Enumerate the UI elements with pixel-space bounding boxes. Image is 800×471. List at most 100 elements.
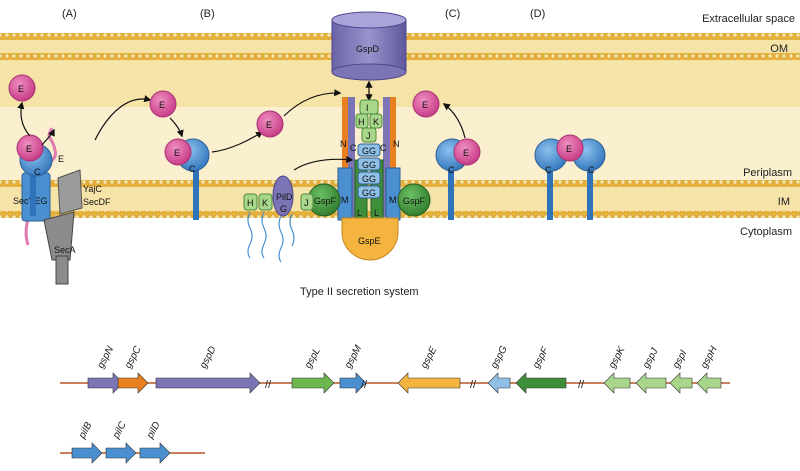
gene-label-gspF: gspF	[531, 345, 552, 371]
svg-text:K: K	[262, 198, 268, 208]
svg-text://: //	[361, 379, 368, 391]
gene-label-pilD: pilD	[144, 420, 162, 441]
region-extracellular: Extracellular space	[702, 13, 795, 25]
c-label-a: C	[34, 167, 41, 177]
t2ss-complex: GspD N N M M L L I H K J C C GG GG	[243, 11, 431, 263]
svg-text:C: C	[545, 165, 552, 175]
gene-arrow-gspC	[117, 372, 149, 394]
svg-text:L: L	[374, 208, 379, 218]
svg-text:L: L	[357, 208, 362, 218]
gene-arrow-gspE	[397, 372, 461, 394]
svg-text:J: J	[304, 198, 309, 208]
gene-arrow-pilD	[139, 442, 171, 464]
enzyme-b-free	[149, 90, 177, 118]
gspe-atpase	[341, 217, 399, 261]
operon-gsp: gspN gspC gspD gspL gspM gspE gspG gspF gspK gspJ…	[60, 343, 730, 394]
svg-text:H: H	[247, 198, 254, 208]
svg-text:PilD: PilD	[276, 192, 293, 202]
gene-arrow-pilC	[105, 442, 137, 464]
panel-b-label: (B)	[200, 8, 215, 20]
svg-text:M: M	[341, 195, 349, 205]
svg-text:GspF: GspF	[314, 196, 337, 206]
gene-label-gspH: gspH	[699, 344, 720, 370]
gene-label-gspM: gspM	[343, 343, 365, 370]
svg-text:C: C	[588, 165, 595, 175]
gene-arrow-gspG	[487, 372, 511, 394]
gene-label-gspN: gspN	[95, 344, 116, 370]
secdf-label: SecDF	[83, 197, 111, 207]
svg-text://: //	[470, 379, 477, 391]
region-im: IM	[778, 196, 790, 208]
svg-text:C: C	[350, 143, 357, 153]
gene-arrow-gspD	[155, 372, 261, 394]
svg-text:M: M	[389, 195, 397, 205]
gene-label-gspJ: gspJ	[641, 346, 661, 371]
gspd-secretin	[331, 19, 407, 73]
gene-arrow-gspH	[696, 372, 722, 394]
panel-c-label: (C)	[445, 8, 460, 20]
svg-text:E: E	[58, 154, 64, 164]
svg-text:E: E	[566, 144, 572, 154]
pild-peptidase	[272, 175, 294, 217]
region-om: OM	[770, 43, 788, 55]
svg-text:E: E	[463, 148, 469, 158]
svg-text:E: E	[266, 120, 272, 130]
enzyme-d	[556, 134, 584, 162]
svg-text:GG: GG	[362, 146, 376, 156]
secdf-complex	[57, 169, 83, 215]
svg-text:E: E	[26, 144, 32, 154]
gene-arrow-gspJ	[635, 372, 667, 394]
gene-arrow-gspL	[291, 372, 335, 394]
enzyme-b-bound	[164, 138, 192, 166]
svg-text:C: C	[448, 165, 455, 175]
figure-caption: Type II secretion system	[300, 286, 419, 298]
seca-label: SecA	[54, 245, 76, 255]
gspd-label: GspD	[356, 44, 380, 54]
gspf-right	[397, 183, 431, 217]
gspe-label: GspE	[358, 236, 381, 246]
pseudopilus-g-stack: GG GG GG GG	[357, 143, 381, 199]
svg-text:H: H	[358, 117, 365, 127]
svg-text:GG: GG	[362, 160, 376, 170]
gene-label-gspE: gspE	[419, 345, 440, 371]
gene-label-gspI: gspI	[671, 348, 690, 370]
svg-text:G: G	[280, 204, 287, 214]
svg-text://: //	[578, 379, 585, 391]
gene-label-gspC: gspC	[123, 344, 144, 370]
enzyme-c-bound	[453, 138, 481, 166]
region-periplasm: Periplasm	[743, 167, 792, 179]
svg-text:C: C	[380, 143, 387, 153]
svg-text:E: E	[422, 100, 428, 110]
svg-text:GG: GG	[362, 188, 376, 198]
svg-text:C: C	[189, 164, 196, 174]
svg-text:N: N	[393, 139, 400, 149]
gene-arrow-gspF	[515, 372, 567, 394]
panel-a-label: (A)	[62, 8, 77, 20]
gene-label-gspD: gspD	[198, 345, 219, 371]
svg-text:N: N	[340, 139, 347, 149]
svg-text:E: E	[159, 100, 165, 110]
gene-arrow-gspM	[339, 372, 367, 394]
svg-text:E: E	[18, 84, 24, 94]
svg-text://: //	[265, 379, 272, 391]
panel-a: SecYEG SecA YajC SecDF C E E E	[8, 74, 152, 285]
region-cytoplasm: Cytoplasm	[740, 226, 792, 238]
panel-d: C C E	[534, 134, 606, 220]
panel-d-label: (D)	[530, 8, 545, 20]
yajc-label: YajC	[83, 184, 102, 194]
svg-text:GspF: GspF	[403, 196, 426, 206]
panel-b: E C E E	[149, 89, 342, 220]
gene-arrow-pilB	[71, 442, 103, 464]
seca-motor	[43, 211, 75, 261]
gene-label-gspG: gspG	[489, 344, 510, 370]
gene-label-gspL: gspL	[303, 346, 323, 370]
gene-arrow-gspI	[669, 372, 693, 394]
enzyme-c-free	[412, 90, 440, 118]
panel-c: E C E	[412, 90, 481, 220]
gene-arrow-gspK	[603, 372, 631, 394]
gene-label-gspK: gspK	[607, 344, 628, 370]
svg-text:GG: GG	[362, 174, 376, 184]
